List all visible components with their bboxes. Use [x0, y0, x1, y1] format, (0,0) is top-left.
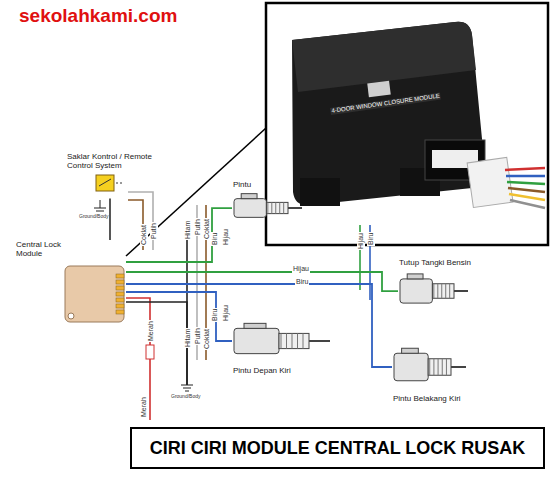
wire-label: Hitam: [184, 220, 192, 240]
wire-label: Merah: [140, 396, 148, 418]
wire-label: Putih: [150, 222, 158, 240]
pin: [116, 280, 124, 284]
node-icon: [232, 318, 332, 364]
module-body: [65, 266, 124, 322]
wire-label: Ground/Body: [170, 394, 201, 400]
plug-wires: [505, 168, 545, 208]
node-icon: [232, 191, 304, 225]
wire-connector: [126, 292, 232, 341]
wire-label: Biru: [211, 308, 219, 322]
wire-label: Biru: [367, 232, 375, 246]
inset-frame: [266, 3, 548, 245]
actuator-box: Pintu Depan Kiri: [232, 318, 332, 375]
clip: [300, 178, 340, 206]
module-box: Central Lock Module: [15, 240, 126, 326]
pin: [116, 304, 124, 308]
node-label: Pintu Belakang Kiri: [392, 394, 462, 403]
wire-label: Hitam: [184, 328, 192, 348]
node-icon: [398, 269, 470, 313]
wire-label: Putih: [194, 327, 202, 345]
pin: [116, 310, 124, 314]
wire-label: Biru: [211, 232, 219, 246]
wire-label: Merah: [147, 320, 155, 342]
brand-badge: [367, 81, 391, 98]
node-label: Pintu Depan Kiri: [232, 366, 292, 375]
actuator-box: Tutup Tangki Bensin: [398, 258, 472, 313]
node-label: Tutup Tangki Bensin: [398, 258, 472, 267]
pin: [116, 292, 124, 296]
wire-label: Putih: [194, 218, 202, 236]
pin: [116, 298, 124, 302]
wire-label: Hijau: [222, 228, 230, 246]
wire-connector: [126, 272, 398, 291]
remote-link: [116, 183, 124, 184]
wire-label: Coklat: [203, 328, 211, 350]
fuse: [146, 345, 154, 359]
actuator-box: Pintu: [232, 180, 304, 225]
switch-contact: [99, 179, 111, 186]
wires: [126, 192, 370, 420]
wire-label: Biru: [295, 278, 309, 286]
node-label: Central Lock Module: [15, 240, 65, 258]
node-icon: [66, 172, 126, 198]
node-label: Saklar Kontrol / Remote Control System: [66, 152, 163, 170]
actuator-symbol: [394, 348, 466, 381]
module-photo: [292, 22, 485, 205]
pin: [116, 274, 124, 278]
wire-label: Coklat: [140, 224, 148, 246]
wire-label: Hijau: [357, 232, 365, 250]
actuator-symbol: [234, 323, 330, 353]
watermark: sekolahkami.com: [18, 6, 178, 27]
wire-label: Ground/Body: [78, 214, 109, 220]
actuator-symbol: [234, 194, 302, 218]
pin: [116, 286, 124, 290]
switch-symbol: [96, 175, 114, 191]
actuator-symbol: [400, 274, 468, 303]
wire-label: Hijau: [222, 304, 230, 322]
mount-hole: [68, 313, 74, 319]
node-icon: [392, 342, 468, 392]
node-label: Pintu: [232, 180, 252, 189]
switch-box: Saklar Kontrol / Remote Control System: [66, 152, 163, 198]
wire-connector: [126, 284, 392, 367]
node-icon: [15, 260, 126, 326]
actuator-box: Pintu Belakang Kiri: [392, 342, 468, 403]
wire-label: Hijau: [292, 265, 310, 273]
title-box: CIRI CIRI MODULE CENTRAL LOCK RUSAK: [130, 427, 545, 469]
wire-label: Coklat: [203, 218, 211, 240]
wire-connector: [126, 208, 232, 262]
leader-line: [126, 128, 266, 256]
plug: [467, 157, 513, 207]
